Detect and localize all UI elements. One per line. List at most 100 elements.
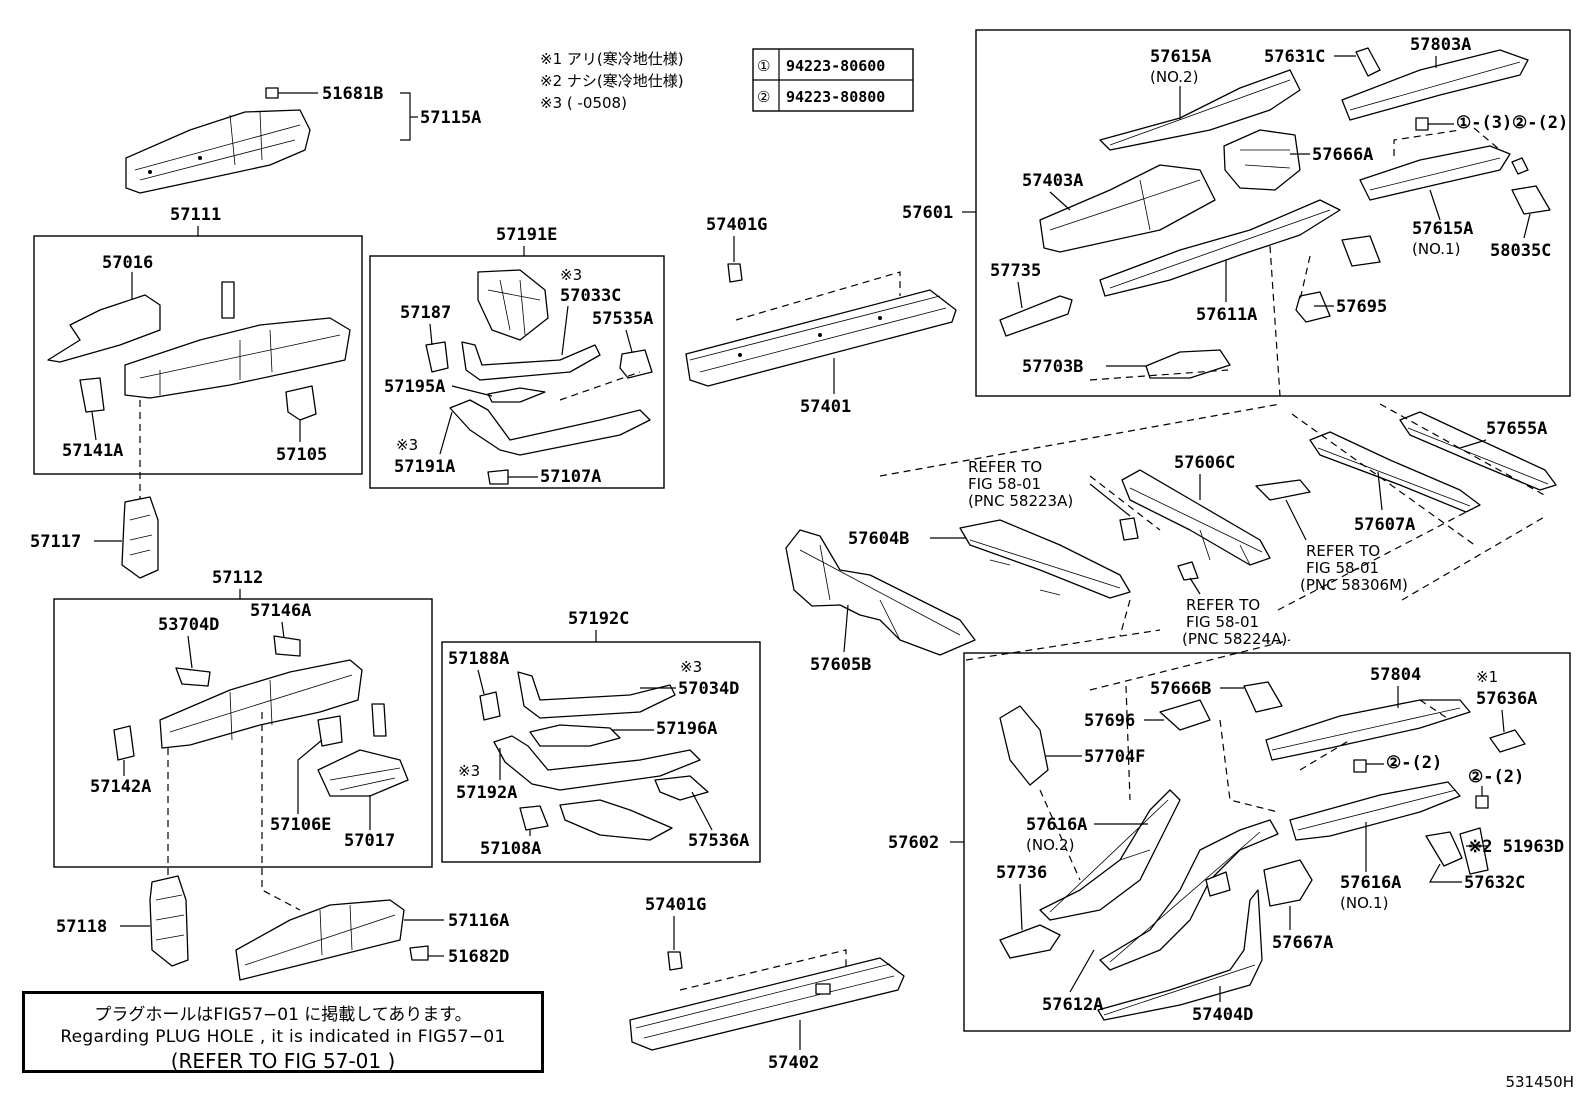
mark-3-57034D: ※3	[680, 658, 702, 676]
ref1-line2: FIG 58-01	[968, 475, 1041, 493]
group-box-57192C	[441, 641, 761, 863]
label-57116A: 57116A	[448, 911, 509, 931]
label-57112: 57112	[212, 568, 263, 588]
label-57105: 57105	[276, 445, 327, 465]
ref1-line3: (PNC 58223A)	[968, 492, 1073, 510]
part-57115A-drawing	[125, 87, 311, 194]
label-57631C: 57631C	[1264, 47, 1325, 67]
label-57666A: 57666A	[1312, 145, 1373, 165]
label-57118: 57118	[56, 917, 107, 937]
legend-notes: ※1 アリ(寒冷地仕様) ※2 ナシ(寒冷地仕様) ※3 ( -0508)	[540, 50, 684, 112]
ref3-line1: REFER TO	[1186, 596, 1260, 614]
label-57803A: 57803A	[1410, 35, 1471, 55]
ref3-line3: (PNC 58224A)	[1182, 630, 1287, 648]
ref3-line2: FIG 58-01	[1186, 613, 1259, 631]
group-box-57112	[53, 598, 433, 868]
figure-id: 531450H	[1505, 1073, 1574, 1091]
label-57191A: 57191A	[394, 457, 455, 477]
fastener-1-3: ①-(3)	[1456, 113, 1512, 133]
label-57615A-no2-sub: (NO.2)	[1150, 68, 1198, 86]
label-57696: 57696	[1084, 711, 1135, 731]
label-57616A-no1-sub: (NO.1)	[1340, 894, 1388, 912]
label-57106E: 57106E	[270, 815, 331, 835]
label-57192C: 57192C	[568, 609, 629, 629]
fastener-part-1: 94223-80600	[786, 57, 885, 75]
fastener-symbol-1: ①	[757, 57, 770, 75]
plug-hole-note: プラグホールはFIG57−01 に掲載してあります。 Regarding PLU…	[22, 991, 544, 1073]
label-57187: 57187	[400, 303, 451, 323]
label-57188A: 57188A	[448, 649, 509, 669]
label-57401G-bottom: 57401G	[645, 895, 706, 915]
plug-hole-note-ref: (REFER TO FIG 57-01 )	[170, 1049, 396, 1073]
part-57116A-drawing	[235, 899, 429, 981]
label-57612A: 57612A	[1042, 995, 1103, 1015]
label-57655A: 57655A	[1486, 419, 1547, 439]
note-1: ※1 アリ(寒冷地仕様)	[540, 50, 684, 68]
label-57602: 57602	[888, 833, 939, 853]
label-57401G-top: 57401G	[706, 215, 767, 235]
mark-1-57636A: ※1	[1476, 668, 1498, 686]
group-box-57191E	[369, 255, 665, 489]
label-57111: 57111	[170, 205, 221, 225]
label-57601: 57601	[902, 203, 953, 223]
label-57804: 57804	[1370, 665, 1421, 685]
label-57192A: 57192A	[456, 783, 517, 803]
part-57601-drawing	[999, 47, 1551, 379]
label-51682D: 51682D	[448, 947, 509, 967]
label-58035C: 58035C	[1490, 241, 1551, 261]
label-57195A: 57195A	[384, 377, 445, 397]
label-57404D: 57404D	[1192, 1005, 1253, 1025]
part-57191E-drawing	[425, 269, 653, 485]
part-57117-drawing	[121, 496, 159, 579]
label-57017: 57017	[344, 831, 395, 851]
label-57191E: 57191E	[496, 225, 557, 245]
label-57115A: 57115A	[420, 108, 481, 128]
plug-hole-note-en: Regarding PLUG HOLE , it is indicated in…	[60, 1027, 506, 1047]
label-57536A: 57536A	[688, 831, 749, 851]
label-57667A: 57667A	[1272, 933, 1333, 953]
fastener-part-2: 94223-80800	[786, 88, 885, 106]
label-57107A: 57107A	[540, 467, 601, 487]
mark-3-57033C: ※3	[560, 266, 582, 284]
ref2-line1: REFER TO	[1306, 542, 1380, 560]
label-51963D: ※2 51963D	[1468, 837, 1564, 857]
label-57142A: 57142A	[90, 777, 151, 797]
ref2-line3: (PNC 58306M)	[1300, 576, 1408, 594]
label-57403A: 57403A	[1022, 171, 1083, 191]
fastener-table: ① 94223-80600 ② 94223-80800	[752, 48, 914, 112]
label-57695: 57695	[1336, 297, 1387, 317]
part-57192C-drawing	[479, 671, 709, 841]
mark-3-57192A: ※3	[458, 762, 480, 780]
label-57666B: 57666B	[1150, 679, 1211, 699]
label-57611A: 57611A	[1196, 305, 1257, 325]
label-57632C: 57632C	[1464, 873, 1525, 893]
label-57615A-no1-sub: (NO.1)	[1412, 240, 1460, 258]
part-57118-drawing	[149, 875, 189, 967]
label-57615A-no2: 57615A	[1150, 47, 1211, 67]
part-57402-drawing	[629, 949, 905, 1051]
plug-hole-note-jp: プラグホールはFIG57−01 に掲載してあります。	[94, 1005, 472, 1025]
label-57401: 57401	[800, 397, 851, 417]
fastener-2-2-mid: ②-(2)	[1386, 753, 1442, 773]
label-57605B: 57605B	[810, 655, 871, 675]
label-57615A-no1: 57615A	[1412, 219, 1473, 239]
label-57402: 57402	[768, 1053, 819, 1073]
label-57616A-no2: 57616A	[1026, 815, 1087, 835]
ref2-line2: FIG 58-01	[1306, 559, 1379, 577]
label-57616A-no1: 57616A	[1340, 873, 1401, 893]
label-57535A: 57535A	[592, 309, 653, 329]
label-57604B: 57604B	[848, 529, 909, 549]
label-57606C: 57606C	[1174, 453, 1235, 473]
label-57636A: 57636A	[1476, 689, 1537, 709]
label-57703B: 57703B	[1022, 357, 1083, 377]
part-57112-drawing	[113, 635, 409, 797]
label-57735: 57735	[990, 261, 1041, 281]
note-3: ※3 ( -0508)	[540, 94, 627, 112]
label-51681B: 51681B	[322, 84, 383, 104]
note-2: ※2 ナシ(寒冷地仕様)	[540, 72, 684, 90]
part-57401-drawing	[685, 263, 957, 387]
label-57141A: 57141A	[62, 441, 123, 461]
fastener-symbol-2: ②	[757, 88, 770, 106]
part-57111-drawing	[47, 281, 351, 421]
